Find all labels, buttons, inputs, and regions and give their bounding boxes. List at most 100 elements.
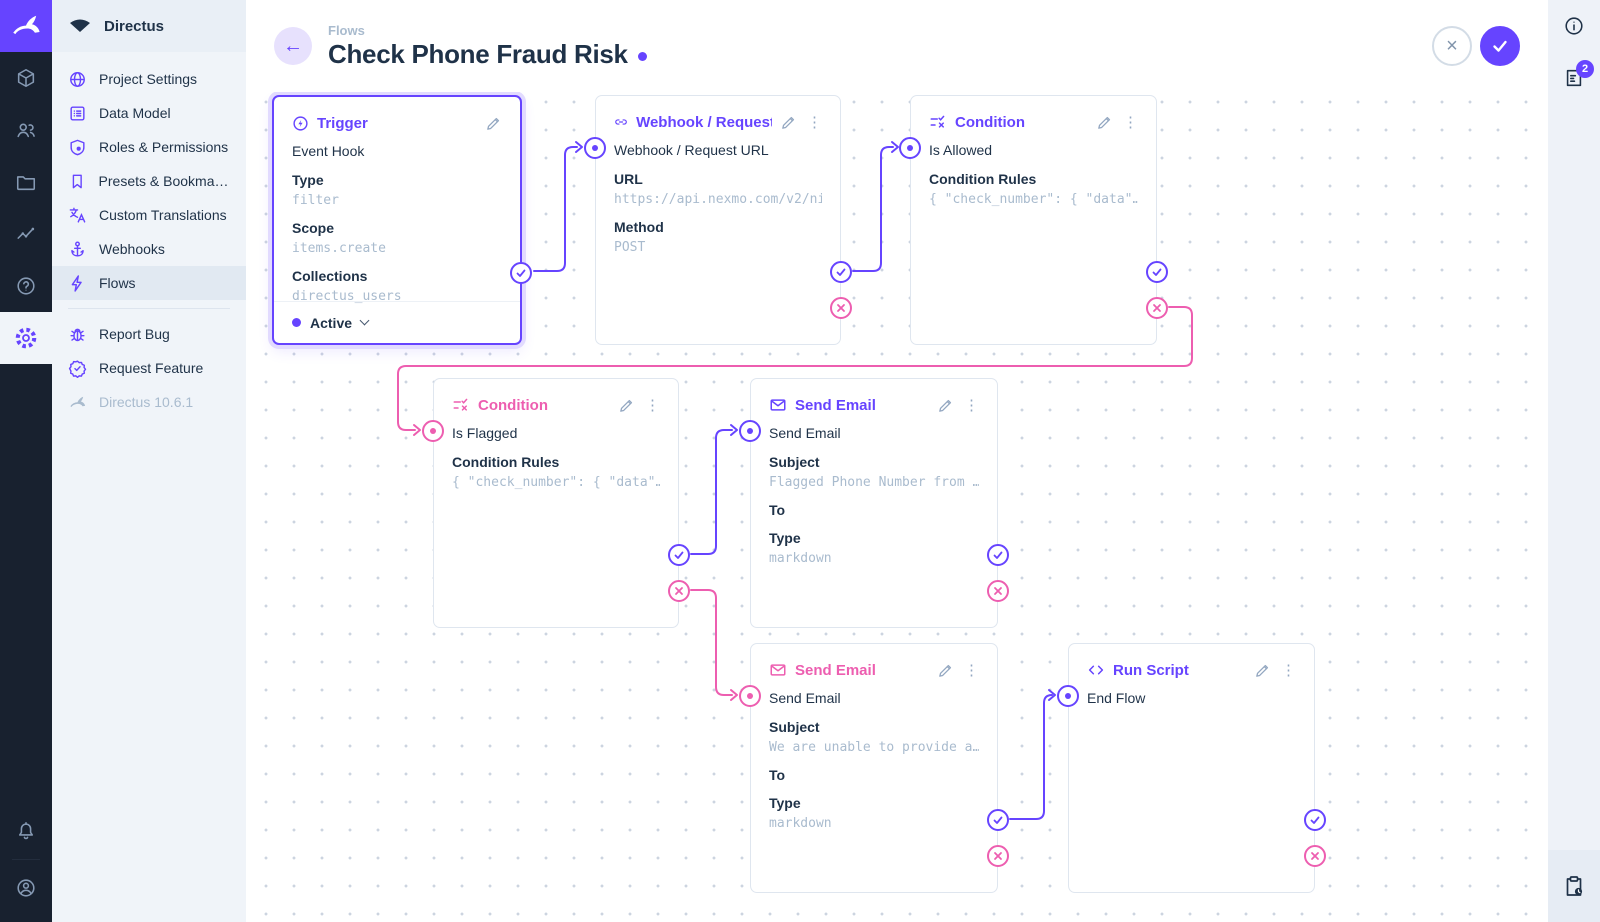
anchor-reject[interactable] [987,580,1009,602]
field-label: To [769,767,786,783]
project-header[interactable]: Directus [52,0,246,52]
cancel-button[interactable]: × [1432,26,1472,66]
anchor-reject[interactable] [1146,297,1168,319]
anchor-input[interactable] [739,420,761,442]
sidebar-item-project-settings[interactable]: Project Settings [52,62,246,96]
more-menu-icon[interactable]: ⋮ [964,661,979,679]
module-bar [0,0,52,922]
anchor-resolve[interactable] [987,809,1009,831]
bolt-icon [71,274,82,292]
unsaved-indicator-dot [637,51,647,61]
anchor-input[interactable] [739,685,761,707]
check-icon [1310,816,1320,824]
anchor-resolve[interactable] [1146,261,1168,283]
module-settings[interactable] [0,312,52,364]
nav-sidebar: Directus Project Settings Data Model Rol… [52,0,246,922]
anchor-resolve[interactable] [510,262,532,284]
node-condition-flagged[interactable]: Condition ⋮ Is Flagged Condition Rules{ … [422,378,690,628]
node-run-script[interactable]: Run Script ⋮ End Flow [1057,643,1326,893]
field-value: directus_users [292,289,402,304]
node-condition-allowed[interactable]: Condition ⋮ Is Allowed Condition Rules{ … [899,95,1168,345]
input-dot [907,145,913,151]
sidebar-item-custom-translations[interactable]: Custom Translations [52,198,246,232]
save-button[interactable] [1480,26,1520,66]
module-notifications[interactable] [0,805,52,857]
more-menu-icon[interactable]: ⋮ [964,396,979,414]
anchor-resolve[interactable] [668,544,690,566]
edit-pencil-icon[interactable] [937,662,954,679]
anchor-reject[interactable] [830,297,852,319]
input-dot [747,693,753,699]
folder-icon [16,176,36,191]
more-menu-icon[interactable]: ⋮ [1123,113,1138,131]
module-insights[interactable] [0,208,52,260]
edit-pencil-icon[interactable] [1254,662,1271,679]
check-icon [1152,268,1162,276]
anchor-input[interactable] [899,137,921,159]
directus-logo[interactable] [0,0,52,52]
field-value: { "check_number": { "data"… [929,192,1138,207]
anchor-reject[interactable] [668,580,690,602]
anchor-input[interactable] [422,420,444,442]
edit-pencil-icon[interactable] [780,114,797,131]
notices-button[interactable]: 2 [1548,52,1600,104]
rabbit-icon [70,396,86,407]
bookmark-icon [72,174,82,188]
edit-pencil-icon[interactable] [485,115,502,132]
node-webhook[interactable]: Webhook / Request URL ⋮ Webhook / Reques… [584,95,852,345]
edit-pencil-icon[interactable] [1096,114,1113,131]
sidebar-item-webhooks[interactable]: Webhooks [52,232,246,266]
module-content[interactable] [0,52,52,104]
module-help[interactable] [0,260,52,312]
breadcrumb[interactable]: Flows [328,22,365,38]
sidebar-item-report-bug[interactable]: Report Bug [52,317,246,351]
sidebar-item-label: Data Model [99,105,171,121]
back-button[interactable]: ← [274,27,312,65]
info-button[interactable] [1548,0,1600,52]
check-icon [993,551,1003,559]
sidebar-divider [68,308,230,309]
anchor-resolve[interactable] [987,544,1009,566]
help-icon [17,277,35,295]
anchor-icon [71,241,84,257]
field-label: Scope [292,220,335,236]
anchor-reject[interactable] [1304,845,1326,867]
field-value: items.create [292,241,386,256]
logs-panel-button[interactable] [1548,850,1600,922]
anchor-resolve[interactable] [1304,809,1326,831]
module-users[interactable] [0,104,52,156]
status-dot [292,318,301,327]
module-account[interactable] [0,862,52,914]
right-sidebar: 2 [1548,0,1600,922]
info-icon [1565,17,1583,35]
x-icon [837,304,845,312]
more-menu-icon[interactable]: ⋮ [1281,661,1296,679]
anchor-reject[interactable] [987,845,1009,867]
module-bar-spacer [0,364,52,805]
sidebar-item-flows[interactable]: Flows [52,266,246,300]
edit-pencil-icon[interactable] [618,397,635,414]
sidebar-item-roles-permissions[interactable]: Roles & Permissions [52,130,246,164]
flow-status-dropdown[interactable]: Active [274,301,520,343]
field-label: To [769,502,786,518]
node-title: Webhook / Request URL [636,113,772,131]
more-menu-icon[interactable]: ⋮ [645,396,660,414]
sidebar-item-label: Report Bug [99,326,170,342]
anchor-input[interactable] [1057,685,1079,707]
sidebar-item-data-model[interactable]: Data Model [52,96,246,130]
project-logo-icon [70,19,90,32]
sidebar-item-request-feature[interactable]: Request Feature [52,351,246,385]
field-label: URL [614,171,643,187]
anchor-input[interactable] [584,137,606,159]
field-label: Subject [769,719,820,735]
more-menu-icon[interactable]: ⋮ [807,113,822,131]
sidebar-item-presets-bookmarks[interactable]: Presets & Bookmarks [52,164,246,198]
anchor-resolve[interactable] [830,261,852,283]
edit-pencil-icon[interactable] [937,397,954,414]
sidebar-item-label: Webhooks [99,241,165,257]
module-files[interactable] [0,156,52,208]
bell-icon [18,821,34,840]
